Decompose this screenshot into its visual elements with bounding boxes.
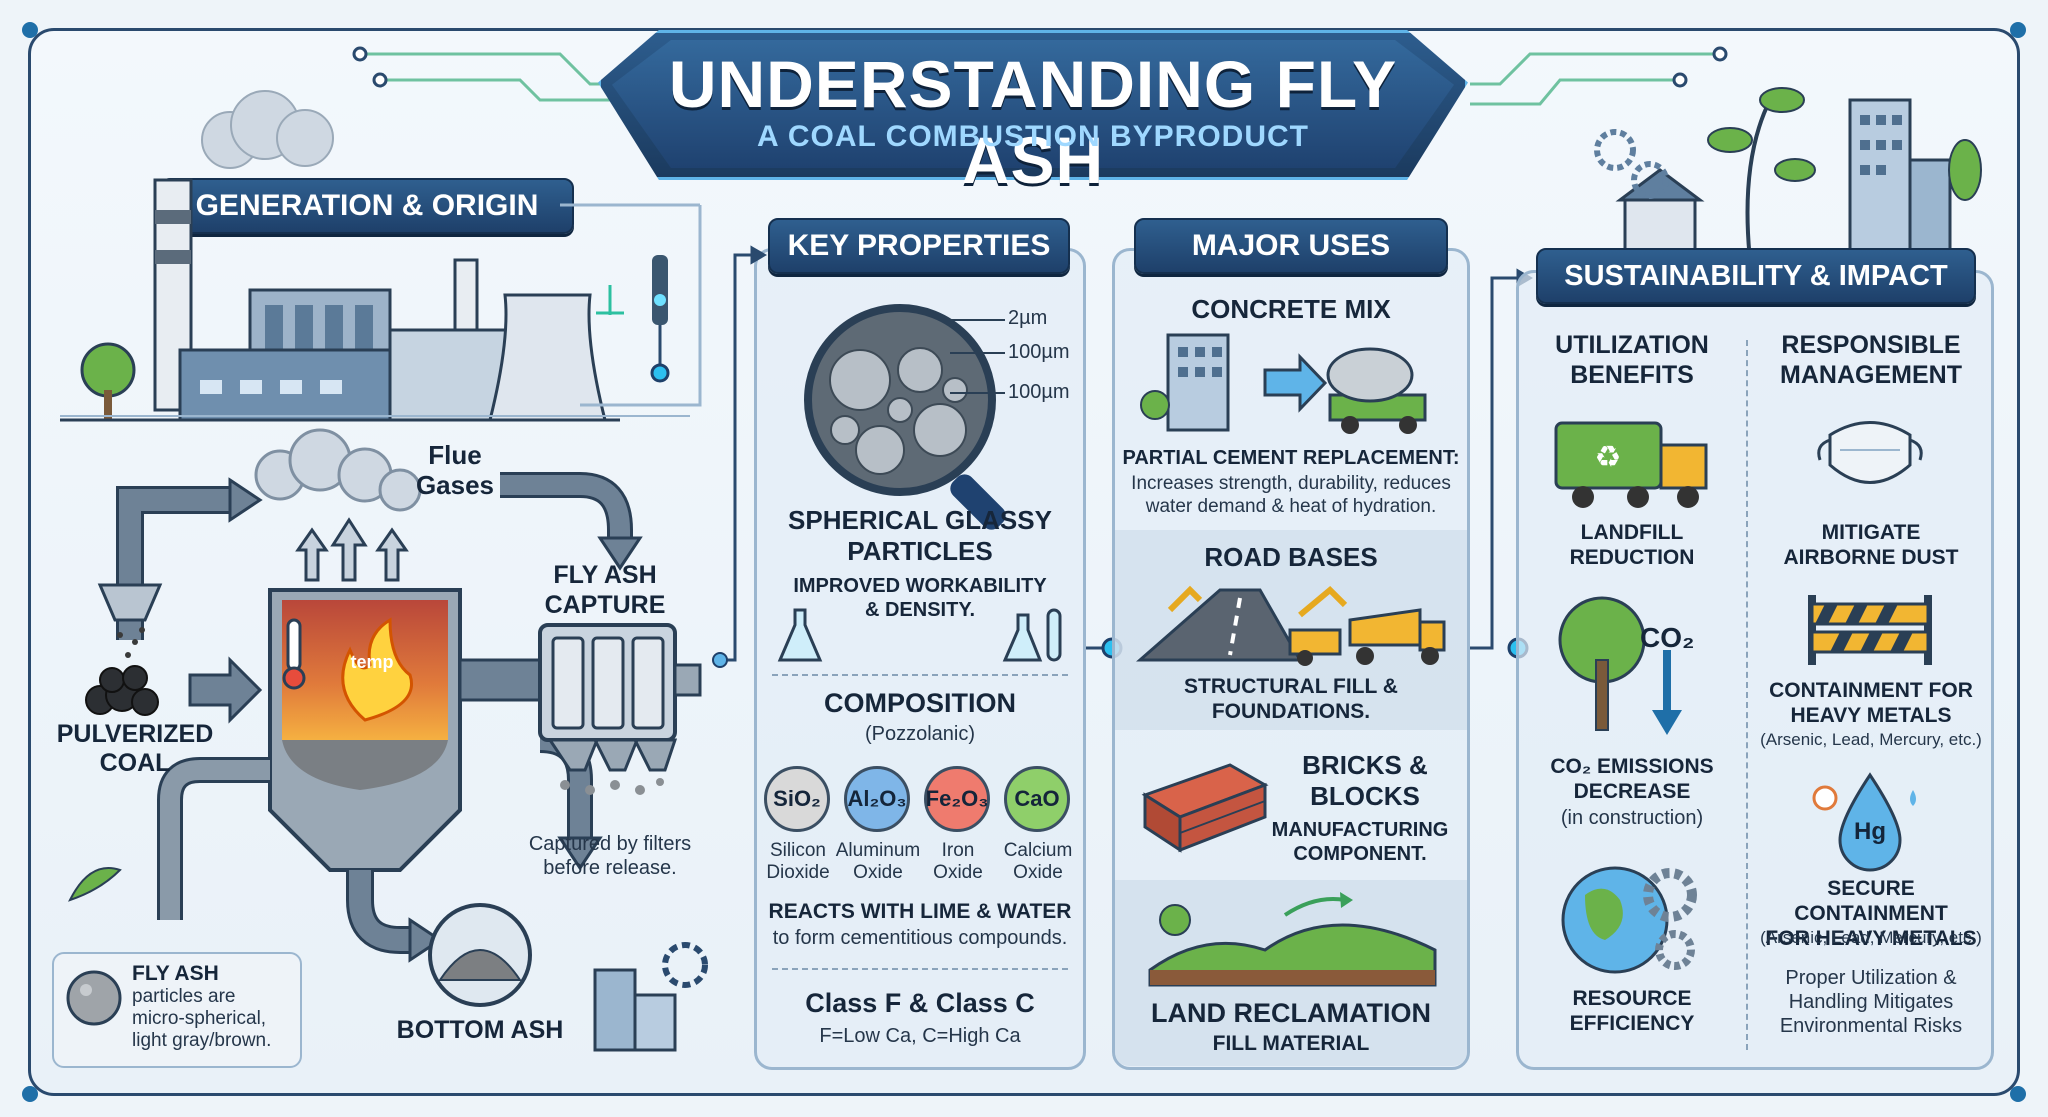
scale-label-3: 100µm	[1008, 381, 1070, 403]
closing-statement: Proper Utilization & Handling Mitigates …	[1779, 967, 1963, 1037]
barrier-icon	[1808, 595, 1932, 665]
uses-header: MAJOR USES	[1134, 218, 1448, 274]
co2-title: CO₂ EMISSIONS DECREASE	[1550, 755, 1714, 803]
containment2-title: SECURE CONTAINMENT FOR HEAVY METALS	[1765, 877, 1977, 950]
co2-sub: (in construction)	[1560, 807, 1704, 829]
pulverized-coal-label: PULVERIZED COAL	[56, 720, 214, 777]
compound-badge: CaO	[1004, 766, 1070, 832]
page-subtitle: A COAL COMBUSTION BYPRODUCT	[757, 120, 1309, 153]
recycle-truck-icon: ♻	[1554, 421, 1708, 508]
compound-name: Aluminum Oxide	[835, 840, 921, 883]
globe-gears-icon	[1561, 866, 1697, 974]
fly-ash-particle-icon	[66, 970, 122, 1026]
scale-label-2: 100µm	[1008, 341, 1070, 363]
containment2-sub: (Arsenic, Lead, Mercury, etc.)	[1760, 928, 1982, 947]
temp-label: temp	[350, 652, 394, 672]
land-desc: FILL MATERIAL	[1212, 1032, 1370, 1055]
road-bases-icon	[1136, 585, 1446, 666]
fly-ash-capture-label: FLY ASH CAPTURE	[544, 561, 666, 619]
road-desc: STRUCTURAL FILL & FOUNDATIONS.	[1184, 675, 1398, 723]
reacts-title: REACTS WITH LIME & WATER	[768, 900, 1072, 923]
water-drop-icon	[1812, 772, 1916, 872]
containment1-title: CONTAINMENT FOR HEAVY METALS	[1769, 679, 1973, 727]
concrete-title: CONCRETE MIX	[1191, 294, 1391, 324]
fly-ash-note-title: FLY ASH	[132, 962, 219, 985]
resource-label: RESOURCE EFFICIENCY	[1569, 987, 1695, 1035]
sustainability-header: SUSTAINABILITY & IMPACT	[1536, 248, 1976, 304]
magnifier-icon	[804, 304, 1006, 530]
compound-badge: Al₂O₃	[844, 766, 910, 832]
divider	[60, 415, 690, 417]
concrete-mix-icon	[1140, 333, 1427, 434]
composition-sub: (Pozzolanic)	[864, 723, 976, 745]
compound-name: Calcium Oxide	[1003, 840, 1073, 883]
co2-icon-label: CO₂	[1640, 622, 1695, 653]
class-title: Class F & Class C	[805, 988, 1035, 1018]
city-icon	[593, 942, 708, 1052]
tree-co2-icon	[1558, 596, 1682, 735]
filter-illustration	[538, 623, 702, 795]
concrete-desc: Increases strength, durability, reduces …	[1131, 473, 1451, 517]
land-title: LAND RECLAMATION	[1151, 998, 1431, 1028]
green-city-illustration	[1594, 87, 1982, 262]
sensor-connector	[560, 203, 702, 407]
properties-header: KEY PROPERTIES	[768, 218, 1070, 274]
power-plant-illustration	[60, 90, 620, 422]
page-title: UNDERSTANDING FLY ASH	[668, 47, 1398, 197]
containment1-sub: (Arsenic, Lead, Mercury, etc.)	[1760, 730, 1982, 749]
flue-gases-label: Flue Gases	[415, 440, 495, 500]
composition-title: COMPOSITION	[823, 688, 1016, 718]
landfill-label: LANDFILL REDUCTION	[1569, 521, 1695, 569]
management-title: RESPONSIBLE MANAGEMENT	[1780, 331, 1962, 389]
bottom-ash-icon	[428, 903, 532, 1007]
face-mask-icon	[1817, 421, 1923, 484]
fly-ash-note-text: particles are micro-spherical, light gra…	[132, 986, 272, 1051]
particles-title: SPHERICAL GLASSY PARTICLES	[788, 505, 1052, 566]
compound-badge: Fe₂O₃	[924, 766, 990, 832]
reacts-desc: to form cementitious compounds.	[772, 927, 1068, 949]
land-reclamation-icon	[1148, 892, 1437, 987]
utilization-title: UTILIZATION BENEFITS	[1555, 331, 1709, 389]
concrete-sub: PARTIAL CEMENT REPLACEMENT:	[1122, 447, 1460, 469]
compound-name: Iron Oxide	[933, 840, 983, 883]
svg-text:♻: ♻	[1595, 441, 1622, 474]
dust-label: MITIGATE AIRBORNE DUST	[1783, 521, 1959, 569]
particles-desc: IMPROVED WORKABILITY & DENSITY.	[793, 575, 1047, 621]
divider	[772, 968, 1068, 970]
class-desc: F=Low Ca, C=High Ca	[819, 1025, 1021, 1047]
road-title: ROAD BASES	[1204, 542, 1378, 572]
scale-leaders	[950, 319, 1005, 394]
divider	[772, 674, 1068, 676]
capture-note: Captured by filters before release.	[528, 833, 692, 879]
compound-name: Silicon Dioxide	[766, 840, 830, 883]
bricks-title: BRICKS & BLOCKS	[1302, 750, 1428, 811]
lab-flasks-icon	[777, 608, 1062, 662]
bottom-ash-label: BOTTOM ASH	[396, 1016, 564, 1044]
compound-badge: SiO₂	[764, 766, 830, 832]
title-plate-inner	[612, 40, 1454, 168]
brick-icon	[1141, 763, 1269, 853]
scale-label-1: 2µm	[1008, 307, 1048, 329]
furnace-illustration	[68, 428, 643, 963]
hg-icon-label: Hg	[1854, 818, 1886, 845]
bricks-desc: MANUFACTURING COMPONENT.	[1271, 819, 1449, 865]
column-divider	[1746, 340, 1748, 1050]
